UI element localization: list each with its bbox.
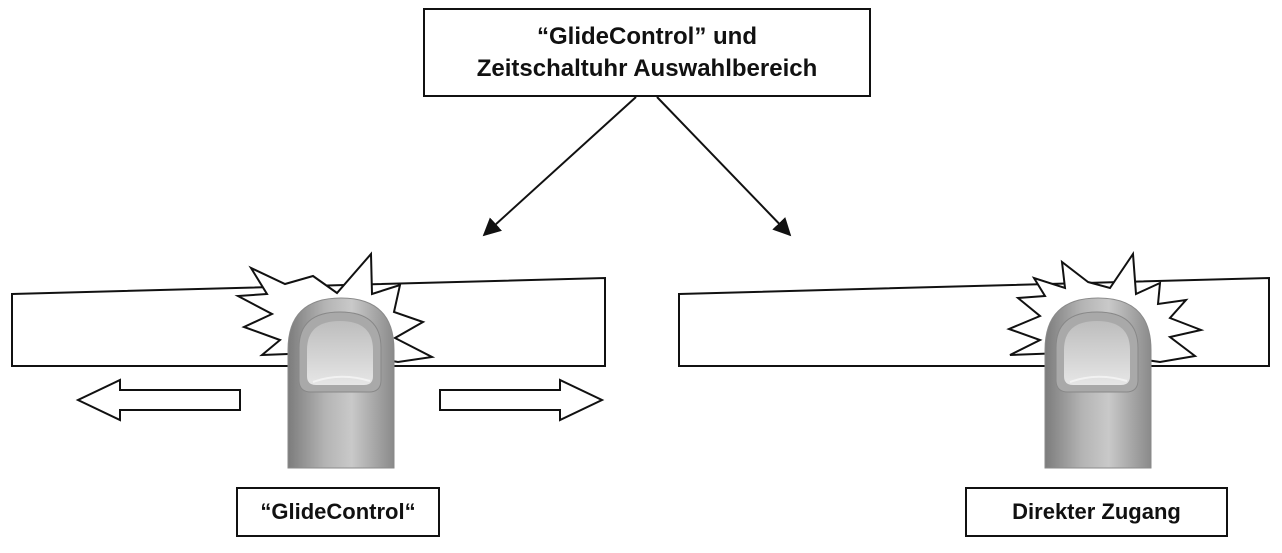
direct-access-panel [678,251,1270,469]
finger-icon-left [287,297,395,469]
arrow-left-icon [75,378,241,422]
selection-area-label: “GlideControl” und Zeitschaltuhr Auswahl… [423,8,871,97]
connector-arrow-right [656,96,792,237]
connector-arrow-left [482,96,637,237]
selection-area-label-line2: Zeitschaltuhr Auswahlbereich [476,54,818,82]
selection-area-label-line1: “GlideControl” und [537,22,757,50]
glidecontrol-label: “GlideControl“ [236,487,440,537]
glidecontrol-panel [11,251,606,469]
finger-icon-right [1044,297,1152,469]
arrow-right-icon [439,378,605,422]
direct-access-label: Direkter Zugang [965,487,1228,537]
